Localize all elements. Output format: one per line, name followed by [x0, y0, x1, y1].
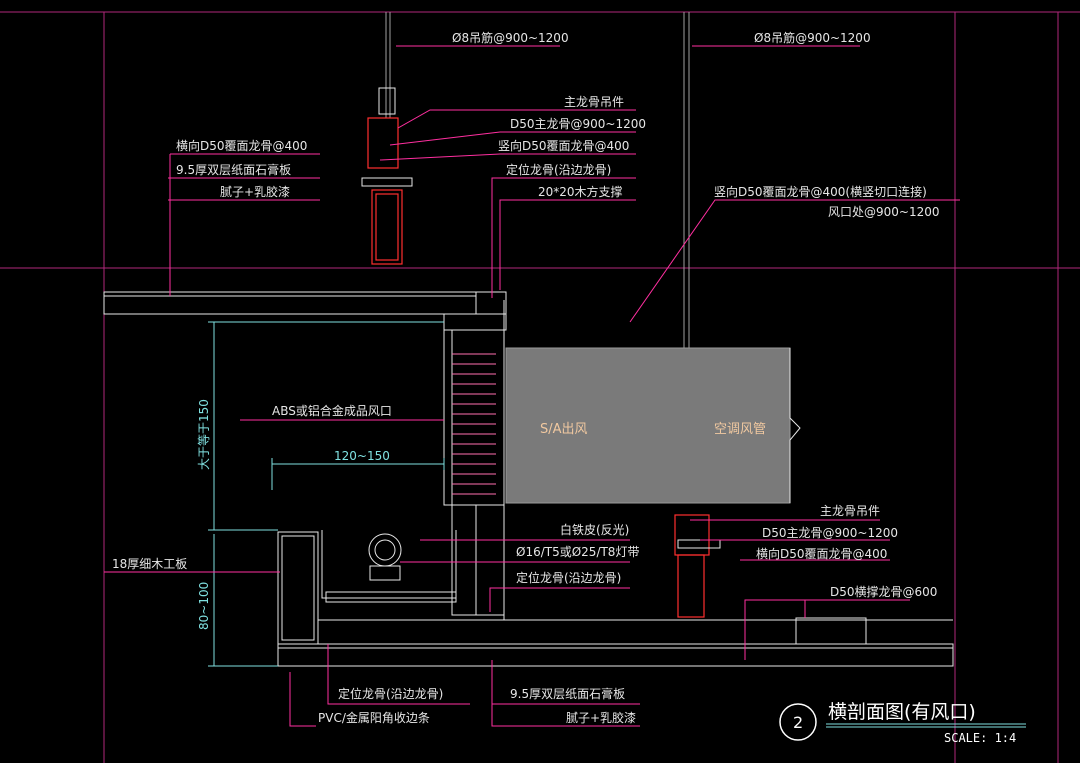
label-putty-bottom: 腻子+乳胶漆 [566, 710, 636, 725]
dimension-lines [208, 321, 445, 667]
drawing-scale: SCALE: 1:4 [944, 731, 1016, 745]
drawing-number: 2 [793, 713, 803, 732]
bottom-keel-assembly [674, 514, 721, 618]
label-corner-strip: PVC/金属阳角收边条 [318, 710, 430, 725]
label-locating-keel-mid: 定位龙骨(沿边龙骨) [516, 570, 621, 585]
label-rod-left: Ø8吊筋@900~1200 [452, 30, 569, 45]
drawing-title: 横剖面图(有风口) [828, 701, 976, 723]
ceiling-board-top [103, 291, 507, 331]
top-keel-assembly [361, 117, 413, 265]
label-transverse-keel-bottom: 横向D50覆面龙骨@400 [756, 546, 887, 561]
title-block: 2 横剖面图(有风口) SCALE: 1:4 [779, 701, 1026, 745]
label-hanger-bottom: 主龙骨吊件 [820, 504, 880, 518]
label-board-bottom: 9.5厚双层纸面石膏板 [510, 686, 625, 701]
dim-height-lower: 80~100 [197, 582, 211, 630]
label-sa-outlet: S/A出风 [540, 422, 588, 437]
drawing-number-circle [779, 703, 817, 741]
label-transverse-keel-left: 横向D50覆面龙骨@400 [176, 138, 307, 153]
label-blockboard: 18厚细木工板 [112, 557, 187, 571]
label-vertical-keel-right: 竖向D50覆面龙骨@400(横竖切口连接) [714, 184, 927, 199]
label-rod-right: Ø8吊筋@900~1200 [754, 30, 871, 45]
light-trough [321, 504, 505, 616]
label-cross-keel: D50横撑龙骨@600 [830, 584, 937, 599]
label-main-keel-bottom: D50主龙骨@900~1200 [762, 526, 898, 540]
label-locating-keel-top: 定位龙骨(沿边龙骨) [506, 162, 611, 177]
dim-height-main: 大于等于150 [197, 399, 211, 470]
label-tin-sheet: 白铁皮(反光) [560, 522, 629, 537]
label-locating-keel-bottom: 定位龙骨(沿边龙骨) [338, 686, 443, 701]
label-board-left: 9.5厚双层纸面石膏板 [176, 162, 291, 177]
label-vertical-keel-top: 竖向D50覆面龙骨@400 [498, 138, 629, 153]
label-duct: 空调风管 [714, 422, 766, 437]
label-hanger-top: 主龙骨吊件 [564, 95, 624, 109]
label-lamp: Ø16/T5或Ø25/T8灯带 [516, 545, 639, 559]
label-main-keel-top: D50主龙骨@900~1200 [510, 117, 646, 131]
label-putty-left: 腻子+乳胶漆 [220, 184, 290, 199]
bottom-ceiling [277, 531, 954, 667]
label-vent: ABS或铝合金成品风口 [272, 403, 392, 418]
vent-louvers [443, 329, 496, 506]
label-vent-spacing: 风口处@900~1200 [828, 205, 940, 219]
frame-lines [0, 11, 1080, 763]
dim-width-gap: 120~150 [334, 449, 390, 463]
label-wood-support: 20*20木方支撑 [538, 184, 623, 199]
air-duct [503, 300, 801, 620]
leader-lines [104, 45, 960, 727]
